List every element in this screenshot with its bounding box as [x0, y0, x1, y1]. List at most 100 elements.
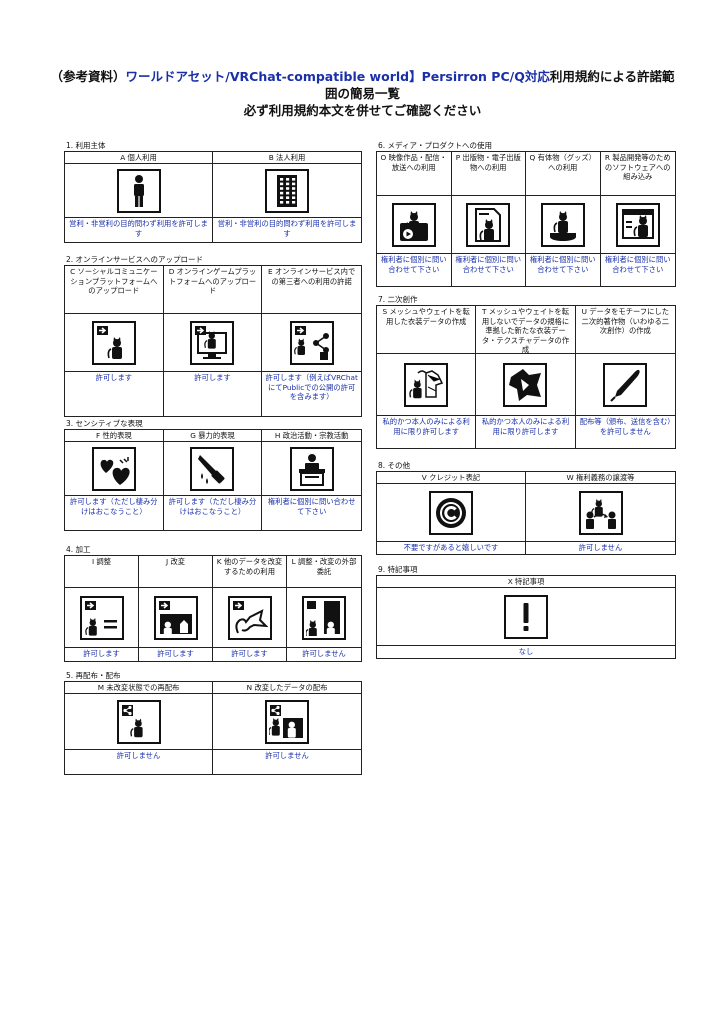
document-title: （参考資料）ワールドアセット/VRChat-compatible world】P…: [0, 68, 725, 119]
section-title: 8. その他: [378, 461, 411, 470]
item-icon-cell: [163, 314, 262, 372]
item-permission-value: 許可します: [83, 649, 120, 658]
item-icon-cell: [65, 164, 212, 218]
item-label: G 暴力的表現: [163, 430, 262, 442]
item-permission-value: 配布等（頒布、送信を含む）を許可しません: [579, 417, 671, 436]
item-permission-value: 権利者に個別に問い合わせて下さい: [380, 255, 447, 274]
permission-item: T メッシュやウェイトを転用しないでデータの規格に準拠した新たな衣装データ・テク…: [476, 306, 576, 448]
hearts-icon: [91, 446, 136, 491]
share-box-icon: [116, 699, 161, 744]
copyright-icon: [429, 490, 473, 535]
section-s2: 2. オンラインサービスへのアップロード C ソーシャルコミュニケーションプラット…: [64, 254, 362, 417]
item-icon-cell: [575, 354, 675, 416]
item-icon-cell: [377, 484, 525, 542]
item-permission-value: 許可しません: [302, 649, 346, 658]
section-s7: 7. 二次創作 S メッシュやウェイトを転用した衣装データの作成私的かつ本人のみに…: [376, 294, 676, 449]
item-label: C ソーシャルコミュニケーションプラットフォームへのアップロード: [65, 266, 163, 314]
item-label: J 改変: [139, 556, 212, 588]
item-permission-value: 権利者に個別に問い合わせて下さい: [455, 255, 522, 274]
building-icon: [265, 168, 309, 213]
permission-item: W 権利義務の譲渡等許可しません: [526, 472, 675, 554]
permission-item: G 暴力的表現許可します（ただし棲み分けはおこなうこと）: [163, 430, 263, 530]
permission-item: D オンラインゲームプラットフォームへのアップロード許可します: [163, 266, 263, 416]
pen-icon: [603, 362, 648, 407]
item-icon-cell: [262, 314, 361, 372]
software-icon: [615, 202, 660, 247]
permission-item: S メッシュやウェイトを転用した衣装データの作成私的かつ本人のみによる利用に限り…: [377, 306, 477, 448]
item-label: T メッシュやウェイトを転用しないでデータの規格に準拠した新たな衣装データ・テク…: [476, 306, 575, 354]
item-icon-cell: [213, 694, 361, 750]
item-label: I 調整: [65, 556, 138, 588]
section-title: 6. メディア・プロダクトへの使用: [378, 141, 493, 150]
permission-item: H 政治活動・宗教活動権利者に個別に問い合わせて下さい: [262, 430, 361, 530]
title-prefix: （参考資料）: [50, 69, 126, 84]
permission-item: L 調整・改変の外部委託許可しません: [287, 556, 361, 661]
video-icon: [391, 202, 436, 247]
item-icon-cell: [139, 588, 212, 648]
item-label: M 未改変状態での再配布: [65, 682, 212, 694]
knife-icon: [190, 446, 235, 491]
section-title: 4. 加工: [66, 545, 91, 554]
permission-item: O 映像作品・配信・放送への利用権利者に個別に問い合わせて下さい: [377, 152, 452, 286]
permission-item: U データをモチーフにした二次的著作物（いわゆる二次創作）の作成配布等（頒布、送…: [575, 306, 675, 448]
person-icon: [116, 168, 161, 213]
permission-item: M 未改変状態での再配布許可しません: [65, 682, 213, 774]
transfer-icon: [578, 490, 623, 535]
item-permission-value: 権利者に個別に問い合わせて下さい: [529, 255, 596, 274]
item-permission-value: 許可します（例えばVRChatにてPublicでの公開の許可を含みます）: [265, 373, 358, 401]
item-label: D オンラインゲームプラットフォームへのアップロード: [163, 266, 262, 314]
item-label: H 政治活動・宗教活動: [262, 430, 361, 442]
item-permission-value: 不要ですがあると嬉しいです: [403, 543, 499, 552]
new-costume-icon: [503, 362, 548, 407]
title-line-2: 囲の簡易一覧: [324, 86, 400, 101]
share-modified-icon: [265, 699, 309, 744]
permission-item: J 改変許可します: [139, 556, 213, 661]
item-label: R 製品開発等のためのソフトウェアへの組み込み: [600, 152, 675, 196]
item-icon-cell: [476, 354, 575, 416]
permission-table: V クレジット表記不要ですがあると嬉しいです W 権利義務の譲渡等許可しません: [376, 471, 676, 555]
item-label: F 性的表現: [65, 430, 163, 442]
permission-item: P 出版物・電子出版物への利用権利者に個別に問い合わせて下さい: [451, 152, 526, 286]
upload-game-icon: [190, 320, 235, 365]
item-permission-value: 許可しません: [265, 751, 309, 760]
section-title: 5. 再配布・配布: [66, 671, 121, 680]
item-icon-cell: [600, 196, 675, 254]
item-label: E オンラインサービス内での第三者への利用の許諾: [262, 266, 361, 314]
permission-item: B 法人利用営利・非営利の目的問わず利用を許可します: [213, 152, 361, 242]
section-title: 7. 二次創作: [378, 295, 418, 304]
item-icon-cell: [65, 314, 163, 372]
podium-icon: [289, 446, 334, 491]
item-permission-value: 営利・非営利の目的問わず利用を許可します: [217, 219, 357, 238]
title-suffix: 利用規約による許諾範: [549, 69, 675, 84]
permission-item: C ソーシャルコミュニケーションプラットフォームへのアップロード許可します: [65, 266, 164, 416]
permission-table: S メッシュやウェイトを転用した衣装データの作成私的かつ本人のみによる利用に限り…: [376, 305, 676, 449]
item-permission-value: 許可しません: [116, 751, 161, 760]
title-product: ワールドアセット/VRChat-compatible world】Persirr…: [125, 69, 550, 84]
item-icon-cell: [377, 588, 675, 646]
section-s6: 6. メディア・プロダクトへの使用 O 映像作品・配信・放送への利用権利者に個別に…: [376, 140, 676, 287]
item-label: N 改変したデータの配布: [213, 682, 361, 694]
item-label: U データをモチーフにした二次的著作物（いわゆる二次創作）の作成: [575, 306, 675, 354]
modify-icon: [153, 595, 198, 640]
figure-icon: [540, 202, 585, 247]
permission-table: X 特記事項なし: [376, 575, 676, 659]
section-title: 2. オンラインサービスへのアップロード: [66, 255, 204, 264]
share-third-party-icon: [289, 320, 334, 365]
section-title: 3. センシティブな表現: [66, 419, 143, 428]
item-label: O 映像作品・配信・放送への利用: [377, 152, 451, 196]
item-label: W 権利義務の譲渡等: [526, 472, 675, 484]
section-title: 1. 利用主体: [66, 141, 106, 150]
item-label: V クレジット表記: [377, 472, 525, 484]
section-s8: 8. その他 V クレジット表記不要ですがあると嬉しいです W 権利義務の譲渡等許可…: [376, 460, 676, 555]
exclamation-icon: [504, 594, 548, 639]
ribbon-icon: [227, 595, 272, 640]
permission-item: K 他のデータを改変するための利用許可します: [213, 556, 287, 661]
permission-item: R 製品開発等のためのソフトウェアへの組み込み権利者に個別に問い合わせて下さい: [600, 152, 675, 286]
item-permission-value: 許可します（ただし棲み分けはおこなうこと）: [70, 497, 158, 516]
permission-table: F 性的表現許可します（ただし棲み分けはおこなうこと） G 暴力的表現許可します（…: [64, 429, 362, 531]
